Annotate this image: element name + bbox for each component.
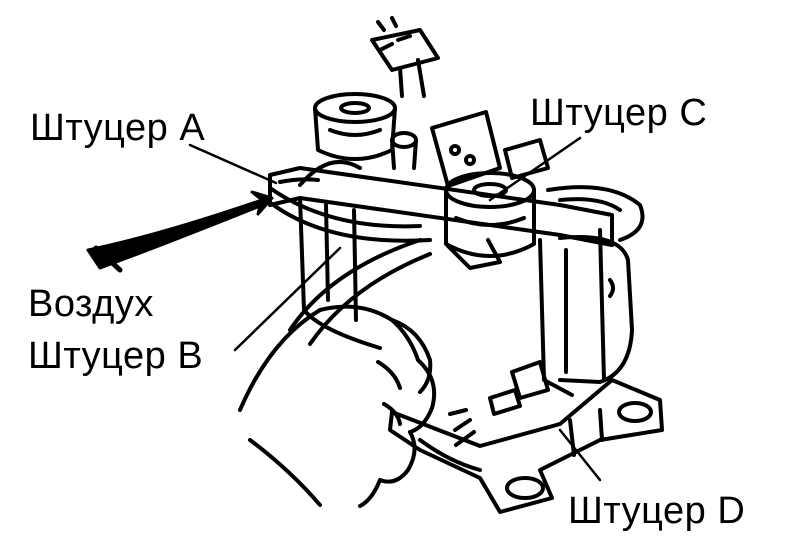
top-plate <box>268 159 645 247</box>
electrical-connector <box>370 16 440 98</box>
air-arrow <box>86 190 274 273</box>
port-d-label: Штуцер D <box>568 490 746 532</box>
center-bracket <box>430 110 550 188</box>
valve-body <box>298 196 634 397</box>
air-hose <box>268 186 432 243</box>
port-c-label: Штуцер С <box>530 92 708 134</box>
base-plate <box>388 378 664 514</box>
leader-lines <box>188 136 602 482</box>
port-a-label: Штуцер А <box>30 107 206 149</box>
left-solenoid <box>313 92 418 170</box>
port-b-label: Штуцер B <box>28 335 204 377</box>
hand <box>238 238 437 508</box>
air-label: Воздух <box>28 283 154 325</box>
